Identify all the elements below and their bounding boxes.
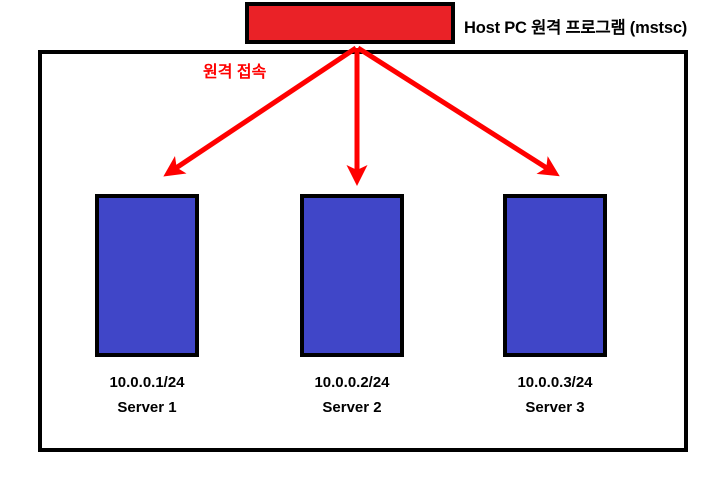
host-pc-box [245,2,455,44]
server-name-1: Server 1 [117,399,177,416]
server-caption-3: 10.0.0.3/24 Server 3 [455,370,655,420]
server-box-2 [300,194,404,357]
server-caption-2: 10.0.0.2/24 Server 2 [252,370,452,420]
remote-access-label: 원격 접속 [203,64,267,81]
server-box-1 [95,194,199,357]
server-ip-1: 10.0.0.1/24 [109,374,185,391]
server-name-2: Server 2 [322,399,382,416]
server-box-3 [503,194,607,357]
server-name-3: Server 3 [525,399,585,416]
server-ip-3: 10.0.0.3/24 [517,374,593,391]
host-pc-title: Host PC 원격 프로그램 (mstsc) [464,19,688,37]
server-caption-1: 10.0.0.1/24 Server 1 [47,370,247,420]
server-ip-2: 10.0.0.2/24 [314,374,390,391]
